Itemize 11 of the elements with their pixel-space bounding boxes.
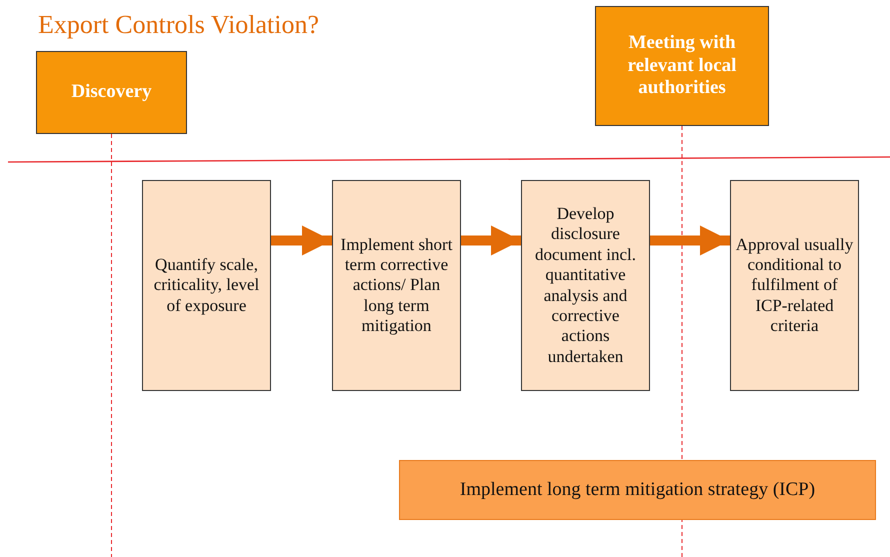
process-box: Quantify scale, criticality, level of exposure: [142, 180, 271, 391]
title: Export Controls Violation?: [38, 10, 320, 40]
arrow: [461, 226, 521, 256]
milestone-box: Meeting with relevant local authorities: [595, 6, 769, 126]
process-box: Develop disclosure document incl. quantitative analysis and corrective actions undertaken: [521, 180, 650, 391]
arrow: [650, 226, 730, 256]
arrow: [271, 226, 332, 256]
process-box: Implement short term corrective actions/ Plan long term mitigation: [332, 180, 461, 391]
milestone-box: Discovery: [36, 51, 187, 134]
process-box: Approval usually conditional to fulfilment of ICP-related criteria: [730, 180, 859, 391]
strategy-bar: Implement long term mitigation strategy (ICP): [399, 460, 876, 520]
